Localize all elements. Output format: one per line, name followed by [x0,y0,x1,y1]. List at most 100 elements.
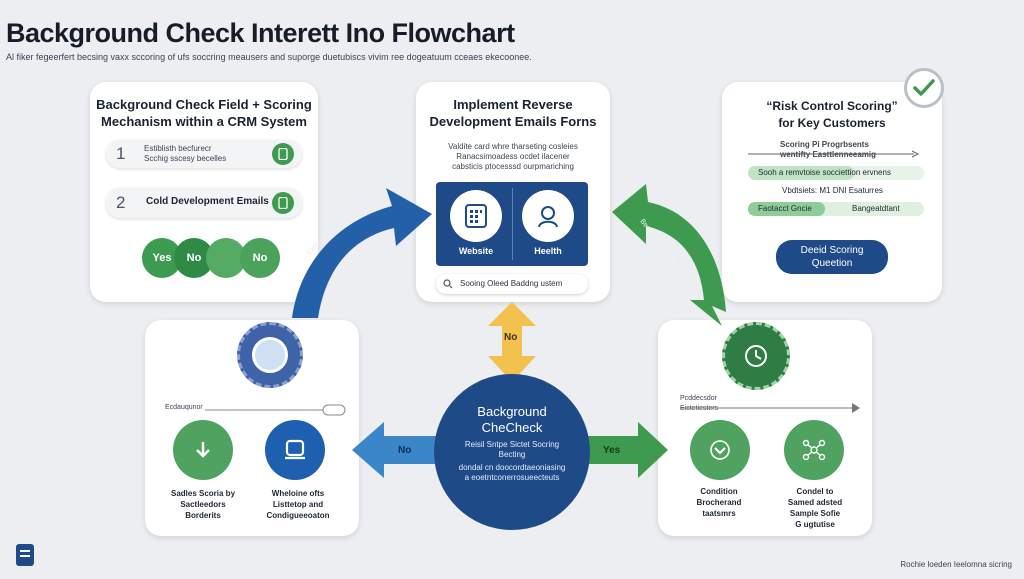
crm-title-line1: Background Check Field + Scoring [96,97,312,112]
sales-card: Ecdauqunor Sadles Scoria by Sactleedors … [145,320,359,536]
progress-arrow [748,150,920,158]
flow-arrow [680,403,860,413]
reverse-desc-line2: Ranacsimoadess ocdet ilacener [456,152,570,161]
risk-card: “Risk Control Scoring” for Key Customers… [722,82,942,302]
risk-title-line2: for Key Customers [778,116,886,130]
step1-line1: Estiblisth becfurecr [144,144,212,153]
condition-label-line3: taatsmrs [702,509,736,518]
condition-label-line1: Condition [700,487,738,496]
left-blue-arrow [352,422,440,478]
reverse-desc-line1: Valdite card whre tharseting cosleies [448,142,578,151]
risk-bar4-left: Faotacct Gncie [758,204,812,213]
step1-pill[interactable]: 1 Estiblisth becfurecr Scchig sscesy bec… [106,140,302,168]
sales-label-line2: Sactleedors [180,500,226,509]
right-arrow-line1: Pcddecsdor [680,395,717,402]
sample-label-line1: Condel to [796,487,834,496]
sales-label-line1: Sadles Scoria by [170,489,236,498]
network-icon[interactable] [784,420,844,480]
sample-label-line2: Samed adsted [787,498,843,507]
risk-bar2-text: Sooh a remvtoise socciettion ervnens [758,168,891,177]
connector-node [206,238,246,278]
website-label: Website [458,246,494,256]
sales-label-line3: Borderits [185,511,221,520]
check-down-icon[interactable] [690,420,750,480]
reverse-desc-line3: cabsticis ptocesssd ourpmariching [452,162,574,171]
center-sub-line4: a eoetntconerrosueecteuts [464,473,560,482]
sample-label-line4: G ugtutise [795,520,835,529]
condition-label: Condition Brocherand taatsmrs [676,486,762,519]
center-title-line2: CheCheck [481,420,543,435]
crm-card: Background Check Field + Scoring Mechani… [90,82,318,302]
workflow-label-line2: Listtetop and [272,500,324,509]
download-icon[interactable] [173,420,233,480]
step2-number: 2 [116,193,126,212]
center-sub-line2: Becting [498,450,526,459]
page-subtitle: Al fiker fegeerfert becsing vaxx sccorin… [6,52,532,62]
search-gear-icon [237,322,303,388]
check-icon [904,68,944,108]
workflow-label: Wheloine ofts Listtetop and Condigueeoat… [253,488,343,521]
risk-title-line1: “Risk Control Scoring” [766,99,898,113]
sales-scoring-label: Sadles Scoria by Sactleedors Borderits [163,488,243,521]
reverse-card-title: Implement Reverse Development Emails For… [416,96,610,130]
decide-scoring-line1: Deeid Scoring [800,245,864,256]
search-bar[interactable]: Sooing Oleed Baddng ustem [436,274,588,294]
green-curve-arrow [612,184,726,326]
condition-card: Pcddecsdor Eictetiesters Condition Broch… [658,320,872,536]
decide-scoring-line2: Queetion [811,258,853,269]
center-title: Background CheCheck [434,404,590,436]
phone-icon [272,143,294,165]
health-label: Heelth [534,246,562,256]
left-arrow-text: Ecdauqunor [165,404,203,411]
center-circle [434,374,590,530]
up-arrow-label: No [504,332,518,343]
right-green-arrow [582,422,668,478]
reverse-desc: Valdite card whre tharseting cosleies Ra… [416,142,610,172]
step1-number: 1 [116,144,126,163]
flow-line [205,404,346,416]
center-sub: Reisil Sntpe Sictet Socring Becting dond… [434,440,590,483]
website-icon[interactable] [450,190,502,242]
search-text: Sooing Oleed Baddng ustem [460,279,563,288]
risk-card-title: “Risk Control Scoring” for Key Customers [722,98,942,132]
condition-label-line2: Brocherand [696,498,742,507]
reverse-card: Implement Reverse Development Emails For… [416,82,610,302]
decide-scoring-button[interactable]: Deeid Scoring Queetion [776,240,888,274]
risk-bar1-line1: Scoring Pi Progrbsents [780,140,869,149]
right-arrow-label: Yes [603,445,621,456]
divider [512,188,513,260]
reverse-title-line2: Development Emails Forns [429,114,597,129]
workflow-label-line1: Wheloine ofts [271,489,325,498]
step1-line2: Scchig sscesy becelles [144,154,227,163]
step2-label: Cold Development Emails [146,196,269,207]
step2-pill[interactable]: 2 Cold Development Emails [106,188,302,218]
yes-node[interactable]: Yes [142,238,182,278]
page-title: Background Check Interett Ino Flowchart [6,18,515,48]
risk-bar4: Faotacct Gncie Bangeatdtant [748,202,924,216]
crm-card-title: Background Check Field + Scoring Mechani… [90,96,318,130]
center-title-line1: Background [477,404,547,419]
doc-icon[interactable] [16,544,34,566]
center-node[interactable]: Background CheCheck Reisil Sntpe Sictet … [434,404,590,483]
search-icon [443,279,453,289]
blue-curve-arrow [292,188,432,318]
phone-icon [272,192,294,214]
channel-panel: Website Heelth [436,182,588,266]
center-sub-line3: dondal cn doocordtaeoniasing [458,463,566,472]
center-sub-line1: Reisil Sntpe Sictet Socring [464,440,560,449]
risk-bar2: Sooh a remvtoise socciettion ervnens [748,166,924,180]
sample-label-line3: Sample Sofie [789,509,841,518]
yellow-double-arrow [488,302,536,382]
risk-bar3-text: Vbdtsiets: M1 DNI Esaturres [782,186,883,195]
health-user-icon[interactable] [522,190,574,242]
risk-bar4-right: Bangeatdtant [852,204,900,213]
crm-title-line2: Mechanism within a CRM System [101,114,307,129]
footer-text: Rochie loeden Ieelomna sicring [900,560,1012,569]
risk-bar3: Vbdtsiets: M1 DNI Esaturres [748,184,924,198]
left-arrow-label: No [398,445,412,456]
workflow-label-line3: Condigueeoaton [266,511,330,520]
no-node-2[interactable]: No [240,238,280,278]
device-icon[interactable] [265,420,325,480]
sample-label: Condel to Samed adsted Sample Sofie G ug… [770,486,860,530]
